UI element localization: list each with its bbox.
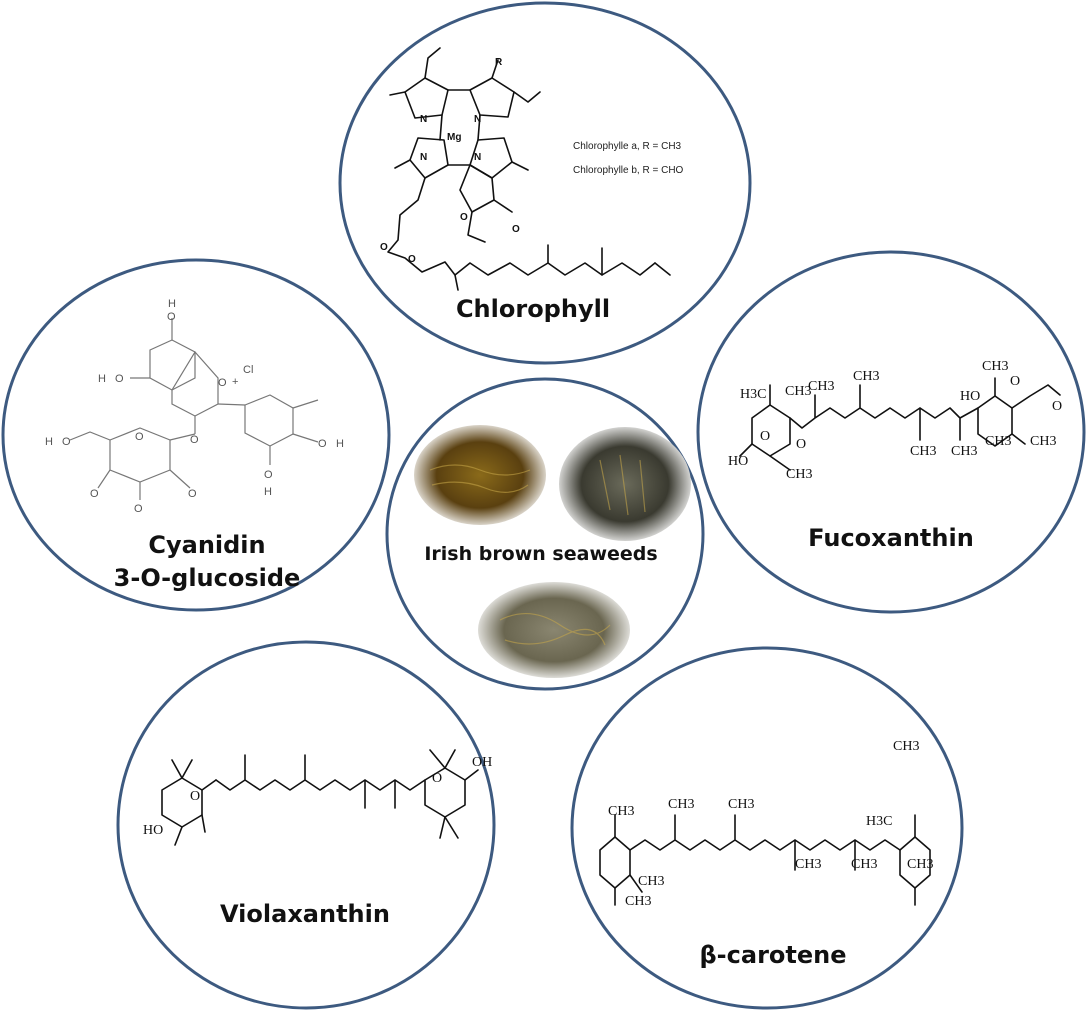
atom-ch3: CH3: [638, 874, 664, 889]
atom-ch3: CH3: [851, 857, 877, 872]
atom-o: O: [408, 254, 416, 265]
atom-ho: HO: [143, 823, 163, 838]
fucoxanthin-structure: H3C CH3 CH3 CH3 CH3 HO O O O O HO CH3 CH…: [728, 359, 1062, 482]
beta-carotene-group: CH3 CH3 CH3 CH3 CH3 CH3 CH3 H3C CH3 CH3 …: [570, 646, 964, 1010]
atom-o: O: [264, 469, 273, 481]
chlorophyll-structure: N N N N Mg R O O O O: [380, 47, 671, 291]
atom-o: O: [62, 436, 71, 448]
atom-oh: OH: [472, 755, 492, 770]
violaxanthin-group: O HO O OH Violaxanthin: [116, 640, 496, 1010]
atom-o: O: [796, 437, 806, 452]
fucoxanthin-circle: [696, 250, 1086, 614]
seaweed-label: Irish brown seaweeds: [424, 543, 657, 565]
cyanidin-circle: [1, 258, 391, 612]
atom-ch3: CH3: [668, 797, 694, 812]
atom-o: O: [218, 377, 227, 389]
atom-h: H: [45, 436, 53, 448]
seaweed-photo-1: [414, 425, 546, 525]
atom-ch3: CH3: [951, 444, 977, 459]
fucoxanthin-group: H3C CH3 CH3 CH3 CH3 HO O O O O HO CH3 CH…: [696, 250, 1086, 614]
atom-r: R: [495, 57, 503, 68]
atom-ch3: CH3: [907, 857, 933, 872]
cyanidin-label-line1: Cyanidin: [148, 531, 265, 559]
seaweed-group: Irish brown seaweeds: [385, 377, 705, 691]
atom-o: O: [167, 311, 176, 323]
atom-ch3: CH3: [853, 369, 879, 384]
cyanidin-structure: O H O H O + Cl O O H O H O H O O O O: [45, 298, 344, 515]
atom-o: O: [1010, 374, 1020, 389]
atom-o: O: [1052, 399, 1062, 414]
atom-h3c: H3C: [866, 814, 892, 829]
seaweed-photo-3: [478, 582, 630, 678]
beta-carotene-circle: [570, 646, 964, 1010]
atom-o: O: [318, 438, 327, 450]
atom-cl: Cl: [243, 364, 253, 376]
atom-ho: HO: [728, 454, 748, 469]
atom-h: H: [336, 438, 344, 450]
atom-o: O: [188, 488, 197, 500]
atom-ch3: CH3: [985, 434, 1011, 449]
atom-o: O: [190, 434, 199, 446]
chlorophyll-label: Chlorophyll: [456, 295, 610, 323]
violaxanthin-circle: [116, 640, 496, 1010]
atom-n: N: [420, 114, 427, 125]
atom-mg: Mg: [447, 132, 461, 143]
atom-ch3: CH3: [786, 467, 812, 482]
atom-o: O: [760, 429, 770, 444]
atom-o: O: [512, 224, 520, 235]
atom-n: N: [474, 152, 481, 163]
atom-h: H: [168, 298, 176, 310]
atom-o: O: [190, 789, 200, 804]
chlorophyll-circle: [338, 1, 752, 365]
beta-carotene-structure: CH3 CH3 CH3 CH3 CH3 CH3 CH3 H3C CH3 CH3: [599, 739, 933, 909]
seaweed-texture: [429, 454, 646, 646]
atom-n: N: [420, 152, 427, 163]
chlorophyll-legend-a: Chlorophylle a, R = CH3: [573, 141, 682, 152]
atom-o: O: [90, 488, 99, 500]
atom-ho: HO: [960, 389, 980, 404]
cyanidin-group: O H O H O + Cl O O H O H O H O O O O Cya…: [1, 258, 391, 612]
atom-n: N: [474, 114, 481, 125]
violaxanthin-label: Violaxanthin: [220, 900, 390, 928]
atom-o: O: [135, 431, 144, 443]
atom-ch3: CH3: [608, 804, 634, 819]
chlorophyll-legend-b: Chlorophylle b, R = CHO: [573, 165, 684, 176]
beta-carotene-label: β-carotene: [700, 941, 847, 969]
atom-ch3: CH3: [808, 379, 834, 394]
atom-o: O: [380, 242, 388, 253]
fucoxanthin-label: Fucoxanthin: [808, 524, 974, 552]
atom-ch3: CH3: [795, 857, 821, 872]
atom-o: O: [432, 771, 442, 786]
atom-ch3: CH3: [728, 797, 754, 812]
atom-h: H: [264, 486, 272, 498]
atom-ch3: CH3: [785, 384, 811, 399]
chlorophyll-group: N N N N Mg R O O O O Chlorophylle a, R =…: [338, 1, 752, 365]
atom-ch3: CH3: [982, 359, 1008, 374]
atom-ch3: CH3: [893, 739, 919, 754]
cyanidin-label-line2: 3-O-glucoside: [114, 564, 301, 592]
atom-h: H: [98, 373, 106, 385]
atom-ch3: CH3: [910, 444, 936, 459]
atom-o: O: [134, 503, 143, 515]
atom-h3c: H3C: [740, 387, 766, 402]
atom-ch3: CH3: [625, 894, 651, 909]
violaxanthin-structure: O HO O OH: [143, 749, 492, 846]
atom-o: O: [115, 373, 124, 385]
atom-o: O: [460, 212, 468, 223]
seaweed-photo-2: [559, 427, 691, 541]
atom-ch3: CH3: [1030, 434, 1056, 449]
atom-plus: +: [232, 376, 238, 388]
